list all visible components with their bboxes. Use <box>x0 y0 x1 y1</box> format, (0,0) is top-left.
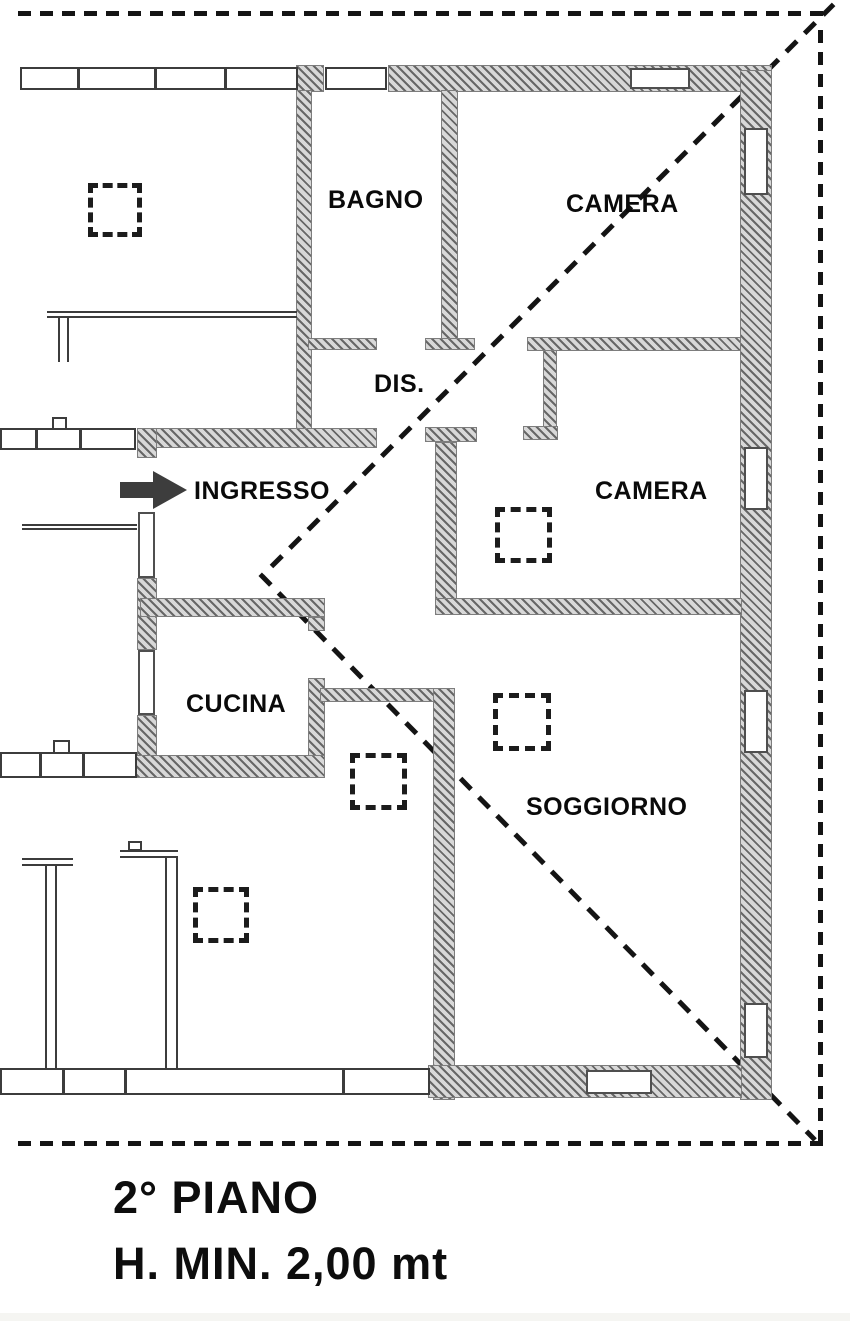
window <box>744 447 768 510</box>
parapet-stub <box>58 318 69 362</box>
window-mullion <box>124 1070 127 1093</box>
window-mullion <box>224 69 227 88</box>
parapet-line <box>22 524 137 530</box>
wall <box>425 338 475 350</box>
wall <box>740 70 772 1100</box>
window <box>744 128 768 195</box>
wall <box>137 428 157 458</box>
window-mullion <box>77 69 80 88</box>
window <box>138 650 155 715</box>
window <box>630 68 690 89</box>
window-mullion <box>154 69 157 88</box>
window-mullion <box>342 1070 345 1093</box>
boundary-bottom-dashed-line <box>18 1141 830 1146</box>
room-label-soggiorno: SOGGIORNO <box>526 793 688 821</box>
window-band <box>0 428 136 450</box>
wall-stub <box>128 841 142 851</box>
scan-edge <box>0 1313 850 1321</box>
window <box>744 1003 768 1058</box>
wall <box>523 426 558 440</box>
column-marker <box>350 753 407 810</box>
room-label-bagno: BAGNO <box>328 186 424 214</box>
window-mullion <box>62 1070 65 1093</box>
window <box>586 1070 652 1094</box>
wall <box>140 598 325 617</box>
wall <box>543 350 557 428</box>
partition-line <box>165 858 178 1068</box>
height-note: H. MIN. 2,00 mt <box>113 1238 449 1289</box>
room-label-cucina: CUCINA <box>186 690 287 718</box>
wall <box>428 1065 742 1098</box>
wall <box>435 598 742 615</box>
room-label-disimpegno: DIS. <box>374 370 425 398</box>
floor-title: 2° PIANO <box>113 1172 320 1223</box>
wall <box>308 338 377 350</box>
wall <box>435 442 457 615</box>
parapet-line <box>47 311 297 318</box>
partition-line <box>45 866 57 1068</box>
wall <box>388 65 772 92</box>
column-marker <box>193 887 249 943</box>
wall <box>527 337 750 351</box>
partition-cap <box>22 858 73 866</box>
window <box>744 690 768 753</box>
window-mullion <box>79 430 82 448</box>
wall <box>441 90 458 340</box>
wall <box>130 755 325 778</box>
wall <box>425 427 477 442</box>
entrance-arrow-icon <box>120 471 187 509</box>
column-marker <box>495 507 552 563</box>
wall <box>296 90 312 446</box>
boundary-top-dashed-line <box>18 11 824 16</box>
column-marker <box>493 693 551 751</box>
room-label-ingresso: INGRESSO <box>194 477 330 505</box>
wall-stub <box>53 740 70 754</box>
wall <box>308 617 325 631</box>
room-label-camera-nord: CAMERA <box>566 190 679 218</box>
window-mullion <box>35 430 38 448</box>
wall <box>137 428 377 448</box>
room-label-camera-est: CAMERA <box>595 477 708 505</box>
wall <box>296 65 324 92</box>
column-marker <box>88 183 142 237</box>
window-mullion <box>39 754 42 776</box>
wall <box>320 688 435 702</box>
boundary-right-dashed-line <box>818 30 823 1144</box>
window-band <box>325 67 387 90</box>
wall-stub <box>52 417 67 430</box>
window-band <box>20 67 298 90</box>
window-band <box>0 752 137 778</box>
partition-cap <box>120 850 178 858</box>
wall <box>433 688 455 1100</box>
window-mullion <box>82 754 85 776</box>
wall <box>308 678 325 775</box>
window-band <box>0 1068 430 1095</box>
window <box>138 512 155 578</box>
